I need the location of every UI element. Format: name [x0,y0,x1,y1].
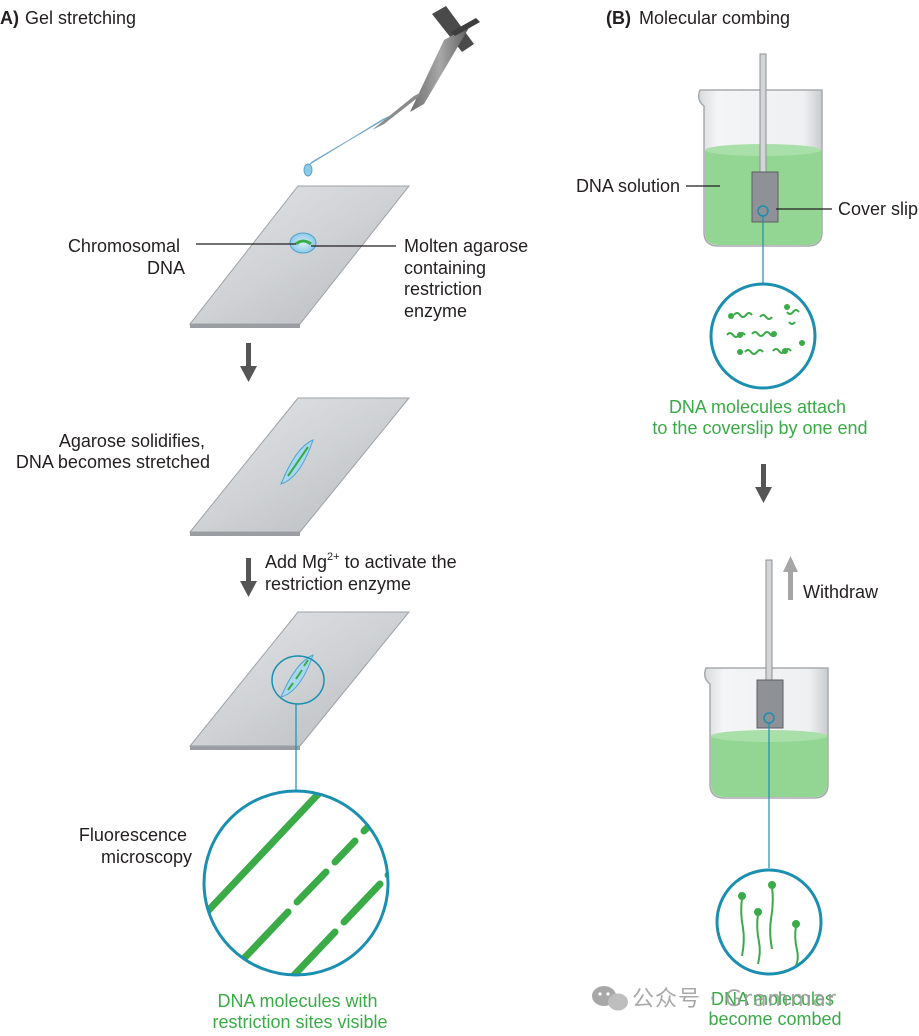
label-add-mg: Add Mg2+ to activate the restriction enz… [265,551,462,594]
watermark-text: 公众号 · Grammar [632,987,837,1012]
panel-b-header: (B)Molecular combing [606,8,790,28]
coverslip-1 [751,171,779,223]
wechat-icon [592,986,628,1011]
glass-slide-1 [188,185,411,328]
label-dna-solution: DNA solution [576,176,680,196]
label-agarose-solidifies: Agarose solidifies, DNA becomes stretche… [16,431,210,472]
label-cover-slip: Cover slip [838,199,918,219]
down-arrow-icon [240,558,257,597]
down-arrow-icon [755,464,772,503]
coverslip-2 [756,679,784,729]
glass-slide-3 [188,611,411,750]
stretched-dna [287,446,309,477]
beaker-1 [697,53,823,247]
label-chromosomal: Chromosomal DNA [68,236,185,278]
attached-molecules-view [709,282,817,390]
label-fluorescence: Fluorescence microscopy [79,825,192,867]
watermark: 公众号 · Grammar [592,986,837,1012]
fluorescence-view [202,789,390,977]
label-withdraw: Withdraw [803,582,879,602]
label-restriction-sites: DNA molecules with restriction sites vis… [212,991,387,1032]
label-molten-agarose: Molten agarose containing restriction en… [404,236,533,321]
label-attach: DNA molecules attach to the coverslip by… [652,397,867,438]
magnify-target-circle [271,655,325,705]
rod [759,53,767,173]
pipette-icon [303,6,480,177]
rod [765,559,773,683]
glass-slide-2 [188,397,411,536]
down-arrow-icon [240,343,257,382]
up-arrow-icon [783,556,798,600]
combed-molecules-view [715,868,823,976]
chromosomal-dna-blob [295,239,312,246]
label-combed: DNA molecules become combed [708,989,841,1029]
agarose-drop [289,232,317,254]
panel-a-header: A)Gel stretching [0,8,136,28]
